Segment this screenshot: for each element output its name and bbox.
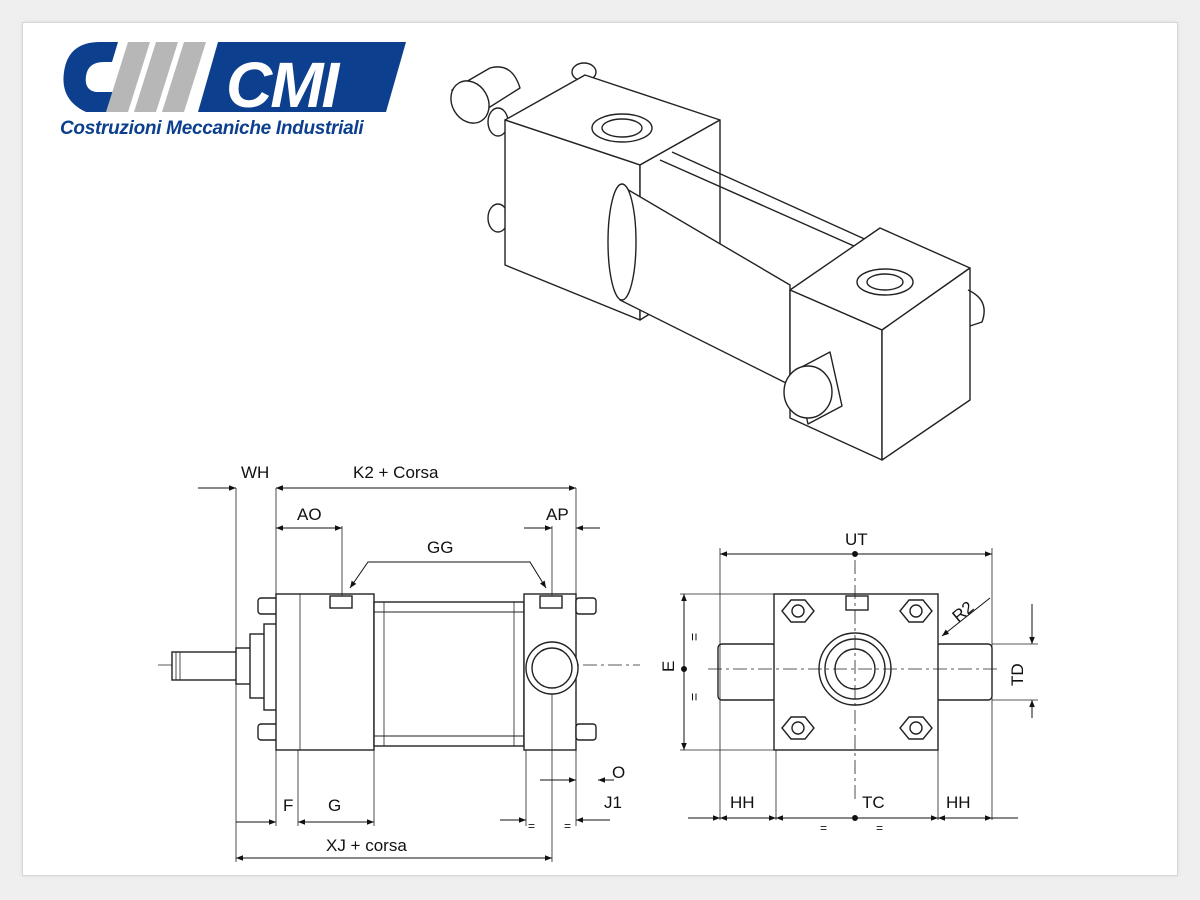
- logo-tagline: Costruzioni Meccaniche Industriali: [60, 118, 364, 139]
- isometric-cylinder: [450, 62, 985, 461]
- dim-o: O: [612, 763, 625, 782]
- dim-gg: GG: [427, 538, 453, 557]
- eq-mark-right: =: [876, 821, 883, 835]
- side-view-labels: WH K2 + Corsa AO AP GG F G O J1 XJ + cor…: [241, 463, 625, 855]
- dim-f: F: [283, 796, 293, 815]
- logo-blue-block: [198, 42, 406, 112]
- dim-ut: UT: [845, 530, 868, 549]
- dim-xj: XJ + corsa: [326, 836, 407, 855]
- logo-stripe: [106, 42, 150, 112]
- logo-stripe: [162, 42, 206, 112]
- eq-mark-a: =: [528, 819, 535, 833]
- dim-g: G: [328, 796, 341, 815]
- logo-brand: CMI: [226, 49, 341, 121]
- dim-hh-left: HH: [730, 793, 755, 812]
- dim-ap: AP: [546, 505, 569, 524]
- dim-wh: WH: [241, 463, 269, 482]
- end-view: [680, 548, 1038, 820]
- cmi-logo: CMI: [63, 42, 406, 121]
- end-view-bolts: [781, 599, 933, 740]
- side-view-dimensions: [198, 485, 614, 861]
- eq-mark-bottom: =: [686, 693, 702, 701]
- dim-r2: R2: [949, 598, 978, 627]
- dim-td: TD: [1008, 663, 1027, 686]
- dim-e: E: [659, 661, 678, 672]
- eq-mark-b: =: [564, 819, 571, 833]
- eq-mark-top: =: [686, 633, 702, 641]
- dim-tc: TC: [862, 793, 885, 812]
- dim-hh-right: HH: [946, 793, 971, 812]
- logo-c-shape: [63, 42, 118, 112]
- dim-ao: AO: [297, 505, 322, 524]
- dim-k2: K2 + Corsa: [353, 463, 439, 482]
- logo-stripe: [134, 42, 178, 112]
- side-view: [158, 488, 640, 862]
- eq-mark-left: =: [820, 821, 827, 835]
- dim-j1: J1: [604, 793, 622, 812]
- end-view-dimensions: [681, 551, 1035, 821]
